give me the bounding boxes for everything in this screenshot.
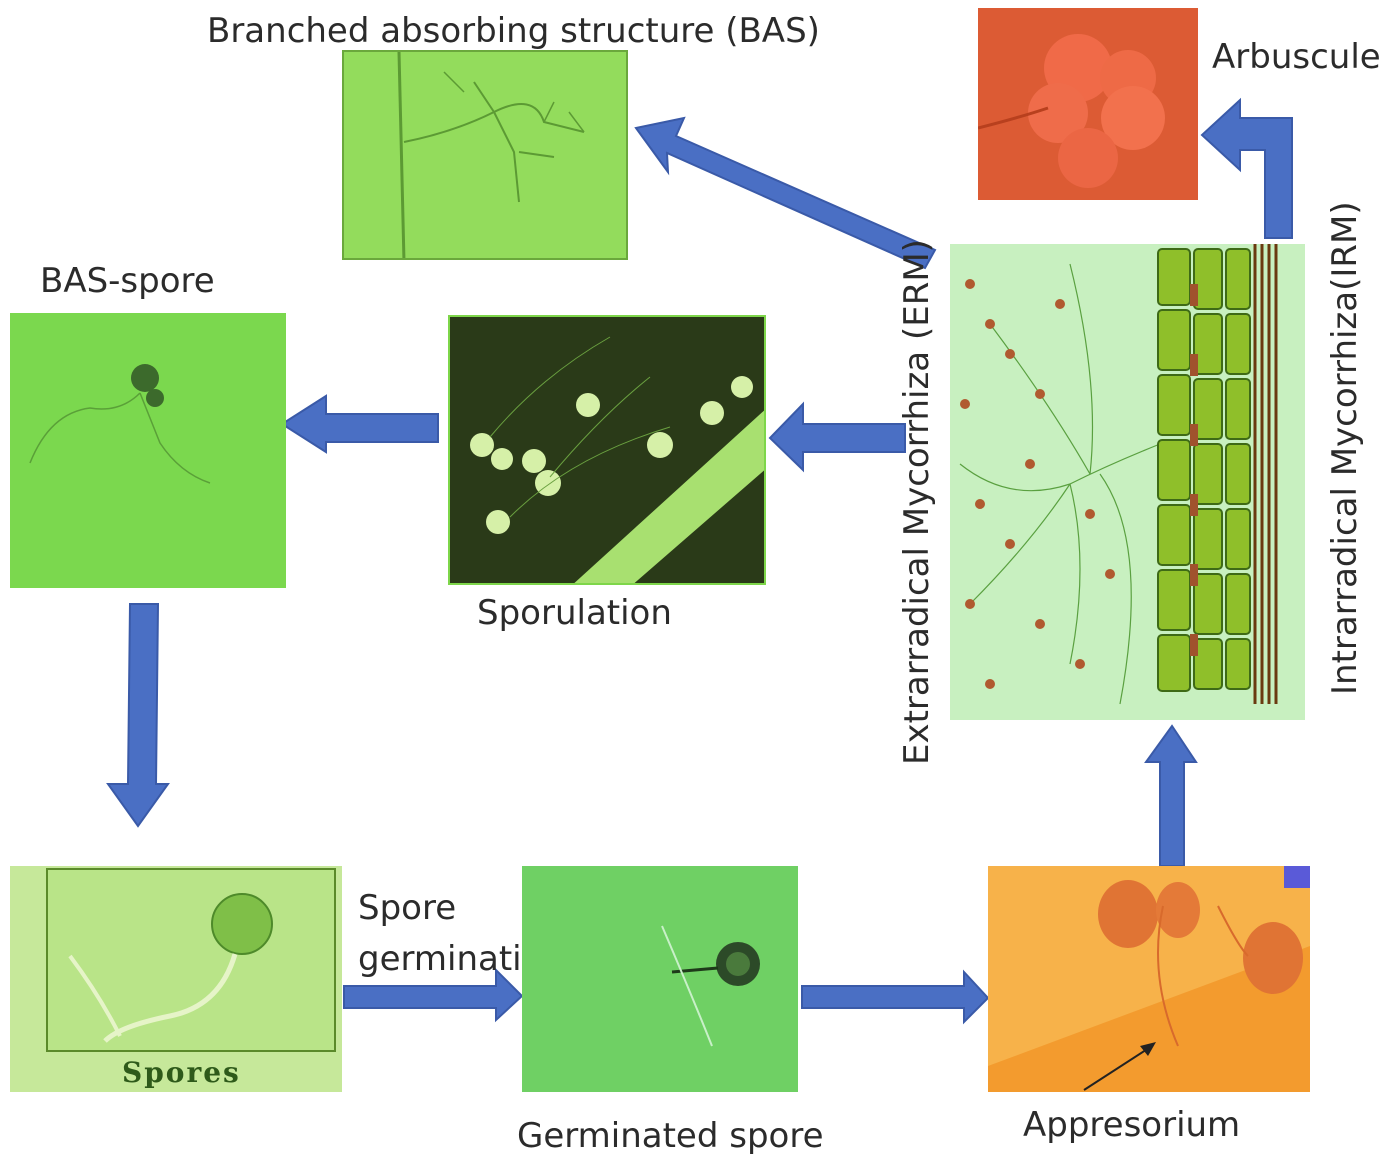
arbuscule-drawing [978, 34, 1165, 188]
arrow-bas-spore-to-spores [106, 603, 170, 828]
bas-hyphae-drawing [397, 52, 585, 258]
arrow-spores-to-germinated [343, 967, 524, 1023]
arrow-sporulation-to-bas-spore [280, 394, 439, 454]
arrow-irm-to-arbuscule [1200, 97, 1293, 239]
bas-image [342, 50, 628, 260]
bas-spore-image [10, 313, 286, 588]
spores-drawing [68, 893, 273, 1043]
bas-spore-drawing [29, 364, 211, 484]
appresorium-image [988, 866, 1310, 1092]
irm-label: Intrarradical Mycorrhiza(IRM) [1325, 201, 1365, 695]
arrow-erm-to-sporulation [768, 401, 906, 473]
arbuscule-label: Arbuscule [1212, 37, 1381, 77]
appresorium-drawing [988, 866, 1310, 1091]
mycorrhiza-image [950, 244, 1305, 720]
spores-image: Spores [10, 866, 342, 1092]
germinated-spore-label: Germinated spore [517, 1116, 824, 1156]
sporulation-label: Sporulation [477, 593, 672, 633]
bas-label: Branched absorbing structure (BAS) [207, 11, 820, 51]
spore-germination-label-line1: Spore [358, 888, 457, 928]
spores-caption: Spores [122, 1056, 241, 1089]
arrow-appresorium-to-mycorrhiza [1144, 724, 1198, 867]
bas-spore-label: BAS-spore [40, 261, 215, 301]
sporulation-image [448, 315, 766, 585]
appresorium-label: Appresorium [1023, 1105, 1241, 1145]
germinated-spore-image [522, 866, 798, 1092]
arbuscule-image [978, 8, 1198, 200]
germinated-spore-drawing [661, 925, 760, 1047]
arrow-erm-to-bas [634, 116, 937, 270]
sporulation-drawing [470, 336, 764, 583]
erm-label: Extrarradical Mycorrhiza (ERM) [897, 239, 937, 765]
mycorrhiza-drawing [959, 244, 1278, 705]
arrow-germinated-to-appresorium [801, 969, 990, 1025]
